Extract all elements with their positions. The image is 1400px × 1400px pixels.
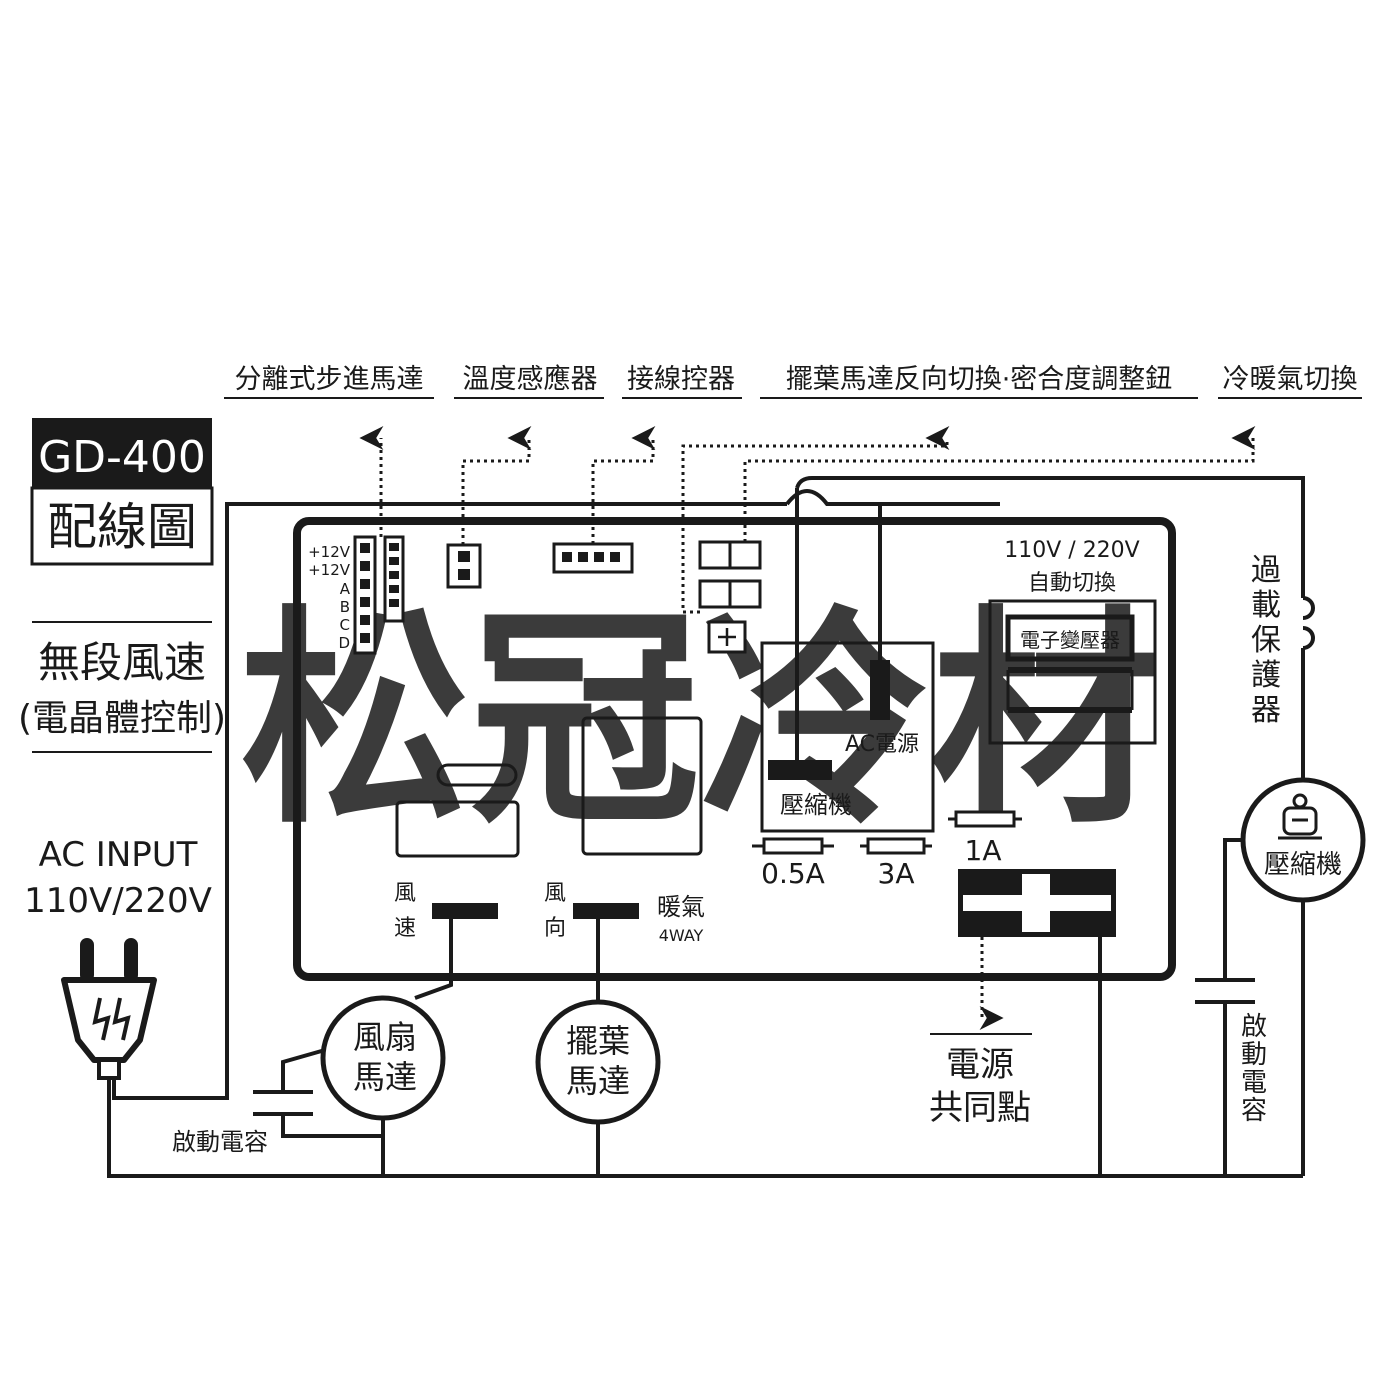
feature-line1: 無段風速 (38, 638, 206, 687)
label-cool-heat: 冷暖氣切換 (1223, 364, 1358, 395)
pin-label: +12V (308, 561, 351, 579)
stepper-connector: +12V +12V A B C D (308, 535, 405, 655)
power-common-terminal (958, 869, 1116, 937)
pin-label: +12V (308, 543, 351, 561)
model-title-box: GD-400 配線圖 (30, 418, 214, 566)
model-code: GD-400 (38, 432, 206, 483)
pin-label: A (340, 580, 351, 598)
label-wired-controller: 接線控器 (627, 364, 735, 395)
transformer-label: 電子變壓器 (1020, 628, 1120, 652)
compressor-start-capacitor (1195, 978, 1255, 1004)
label-stepper-motor: 分離式步進馬達 (235, 364, 424, 395)
fuse-3a-label: 3A (878, 857, 915, 890)
wired-controller-connector (552, 542, 634, 574)
dip-switches[interactable] (698, 540, 762, 609)
fan-speed-label-1: 風 (394, 881, 416, 906)
fuse-1a-label: 1A (965, 834, 1002, 867)
start-capacitor-right-label: 啟 動 電 容 (1241, 1012, 1267, 1126)
overload-char: 護 (1251, 658, 1281, 693)
overload-char: 器 (1251, 693, 1281, 728)
top-labels: 分離式步進馬達 溫度感應器 接線控器 擺葉馬達反向切換·密合度調整鈕 冷暖氣切換 (224, 364, 1362, 399)
model-subtitle: 配線圖 (47, 498, 197, 556)
swing-motor-line2: 馬達 (566, 1062, 630, 1100)
fuse-0.5a-label: 0.5A (761, 857, 825, 890)
ac-plug-icon (61, 938, 157, 1080)
fan-start-capacitor (253, 1090, 313, 1116)
overload-char: 過 (1251, 553, 1281, 588)
fan-motor-line2: 馬達 (353, 1058, 417, 1096)
temp-sensor-connector (446, 543, 482, 589)
pin-label: B (340, 598, 350, 616)
power-common-label: 電源 共同點 (929, 1033, 1032, 1128)
pin-label: C (340, 616, 350, 634)
label-swing-reverse: 擺葉馬達反向切換·密合度調整鈕 (786, 364, 1173, 395)
auto-switch-line2: 自動切換 (1028, 571, 1116, 596)
adjust-knob[interactable] (707, 620, 747, 654)
fan-start-capacitor-label: 啟動電容 (172, 1128, 268, 1156)
ac-input-line2: 110V/220V (24, 881, 212, 921)
control-board (293, 517, 1176, 981)
swing-motor-line1: 擺葉 (566, 1022, 630, 1060)
fan-motor: 風扇 馬達 (320, 995, 446, 1121)
auto-switch-line1: 110V / 220V (1004, 538, 1139, 563)
wind-dir-label-2: 向 (544, 916, 566, 941)
compressor-icon (1278, 793, 1322, 840)
board-component-capacitor (395, 800, 520, 858)
heat-label: 暖氣 (657, 893, 705, 921)
fan-speed-label-2: 速 (394, 916, 416, 941)
power-common-line2: 共同點 (929, 1088, 1031, 1128)
feature-note: 無段風速 (電晶體控制) (18, 621, 226, 753)
cap-char: 容 (1241, 1096, 1267, 1126)
transformer: 110V / 220V 自動切換 電子變壓器 (988, 538, 1157, 745)
heat-sub-label: 4WAY (659, 926, 704, 945)
pin-label: D (338, 634, 350, 652)
swing-motor: 擺葉 馬達 (535, 999, 661, 1125)
fuse-0.5a: 0.5A (752, 837, 834, 890)
ac-input-line1: AC INPUT (39, 835, 198, 875)
label-temp-sensor: 溫度感應器 (463, 364, 598, 395)
overload-char: 保 (1251, 623, 1281, 658)
fan-speed-terminal (432, 903, 498, 919)
leader-lines (359, 426, 1256, 1030)
wind-direction-terminal (573, 903, 639, 919)
fuse-3a: 3A (860, 837, 932, 890)
cap-char: 電 (1241, 1068, 1267, 1098)
ac-power-label: AC電源 (845, 732, 919, 757)
cap-char: 啟 (1241, 1012, 1267, 1042)
feature-line2: (電晶體控制) (18, 698, 226, 739)
fan-motor-line1: 風扇 (353, 1018, 417, 1056)
power-common-line1: 電源 (946, 1045, 1014, 1085)
ac-input-label: AC INPUT 110V/220V (24, 835, 212, 921)
board-component-oval (436, 763, 518, 787)
overload-char: 載 (1251, 588, 1281, 623)
cap-char: 動 (1241, 1040, 1267, 1070)
compressor-motor: 壓縮機 (1240, 777, 1366, 903)
board-component-heatsink (581, 716, 703, 856)
overload-protector-label: 過 載 保 護 器 (1251, 553, 1281, 728)
relay-area: AC電源 壓縮機 (760, 641, 935, 833)
compressor-relay-label: 壓縮機 (780, 791, 852, 819)
wind-dir-label-1: 風 (544, 881, 566, 906)
fuse-1a: 1A (948, 810, 1022, 867)
compressor-motor-label: 壓縮機 (1264, 850, 1342, 880)
